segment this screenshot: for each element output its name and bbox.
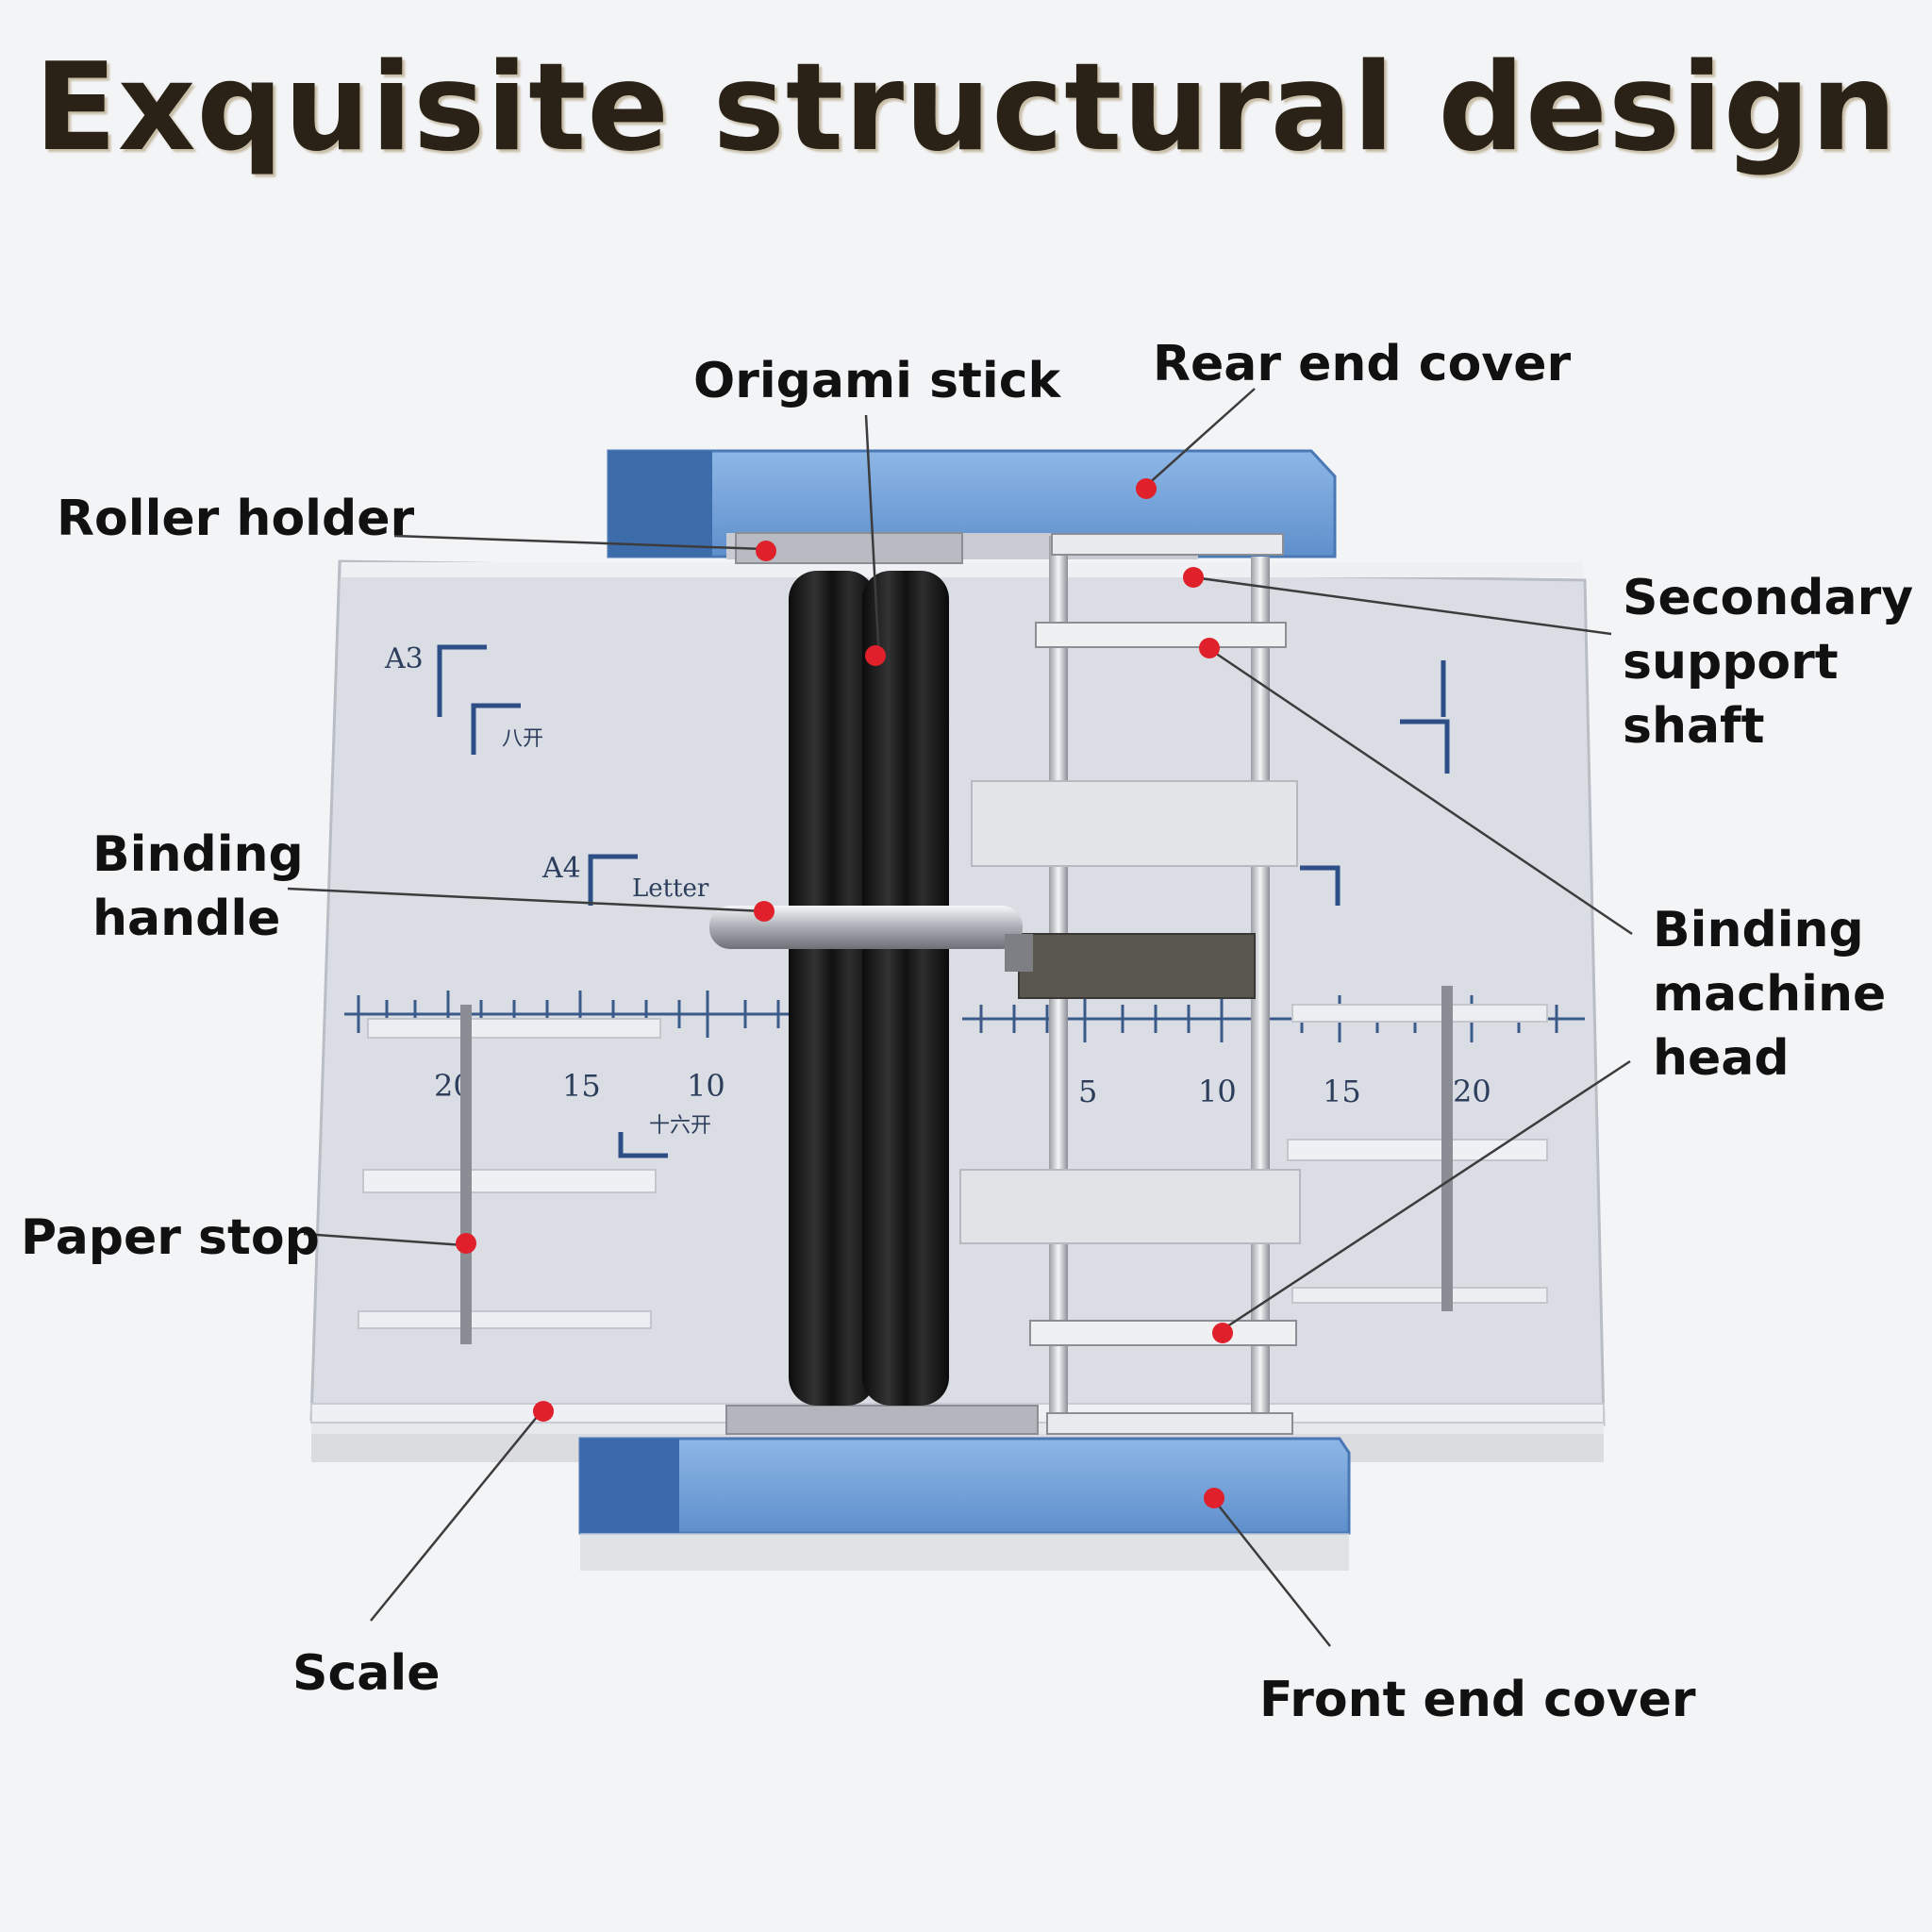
tick-label-right-3: 15	[1323, 1074, 1361, 1109]
marker-dots	[456, 478, 1233, 1508]
paper-size-frames	[437, 644, 1450, 1158]
tick-label-right-1: 5	[1078, 1074, 1097, 1109]
marker-roller-holder	[756, 541, 776, 561]
mark-a3: A3	[384, 642, 424, 675]
marker-front-end-cover	[1204, 1488, 1224, 1508]
paper-stop-left[interactable]	[358, 1005, 661, 1344]
label-secondary-support-shaft: Secondary support shaft	[1623, 570, 1914, 755]
label-rear-end-cover: Rear end cover	[1153, 336, 1572, 392]
paper-stop-right[interactable]	[1287, 986, 1548, 1311]
marker-origami-stick	[865, 645, 886, 666]
label-paper-stop: Paper stop	[21, 1209, 320, 1266]
label-binding-machine-head: Binding machine head	[1653, 902, 1887, 1087]
tick-label-left-3: 10	[687, 1068, 725, 1104]
top-scale-strip	[341, 562, 1583, 577]
mark-eight-k: 八开	[502, 727, 543, 751]
label-front-end-cover: Front end cover	[1259, 1672, 1696, 1728]
binding-machine-head	[959, 533, 1301, 1435]
marker-binding-machine-head-top	[1199, 638, 1220, 658]
mark-letter: Letter	[632, 874, 709, 903]
label-binding-handle: Binding handle	[92, 826, 304, 947]
marker-binding-handle	[754, 901, 774, 922]
marker-scale	[533, 1401, 554, 1422]
label-scale: Scale	[292, 1645, 441, 1702]
label-origami-stick: Origami stick	[693, 353, 1061, 409]
binding-handle[interactable]	[709, 906, 1256, 999]
tick-label-right-4: 20	[1453, 1074, 1491, 1109]
marker-paper-stop	[456, 1233, 476, 1254]
tick-label-right-2: 10	[1198, 1074, 1237, 1109]
origami-stick	[789, 571, 949, 1406]
marker-binding-machine-head-bottom	[1212, 1323, 1233, 1343]
tick-label-left-2: 15	[562, 1068, 601, 1104]
front-end-cover	[578, 1437, 1351, 1571]
leader-lines	[287, 388, 1633, 1647]
label-roller-holder: Roller holder	[57, 491, 415, 547]
roller-holder	[725, 532, 1039, 1435]
mark-a4: A4	[541, 852, 581, 885]
marker-rear-end-cover	[1136, 478, 1157, 499]
page-title: Exquisite structural design	[34, 38, 1898, 178]
marker-secondary-shaft-top	[1183, 567, 1204, 588]
mark-sixteen-k: 十六开	[649, 1114, 711, 1138]
